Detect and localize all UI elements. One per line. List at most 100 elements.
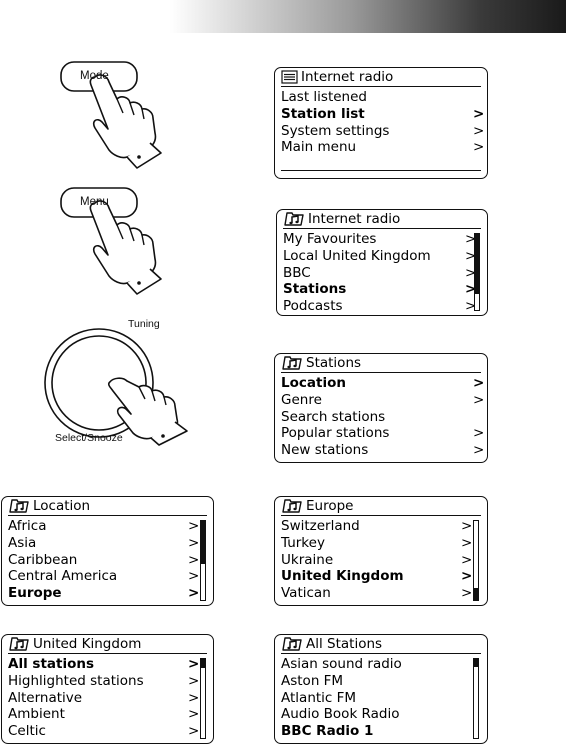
tuning-knob-hand-illustration (44, 328, 188, 446)
chevron-right-icon: > (473, 375, 485, 391)
screen-title-text: Stations (306, 355, 362, 371)
scrollbar[interactable] (474, 233, 480, 311)
chevron-right-icon: > (188, 689, 200, 706)
screen-title-text: Europe (306, 498, 354, 514)
header-gradient-bar (0, 0, 566, 33)
chevron-right-icon: > (188, 723, 200, 740)
screen-title: All Stations (281, 636, 481, 654)
chevron-right-icon: > (461, 585, 473, 602)
tuning-label: Tuning (128, 318, 160, 330)
menu-item[interactable]: Caribbean (8, 551, 78, 568)
chevron-right-icon: > (188, 672, 200, 689)
select-snooze-label: Select/Snooze (55, 432, 123, 444)
chevron-right-icon: > (188, 656, 200, 672)
menu-item[interactable]: Last listened (281, 89, 367, 105)
screen-title-text: Internet radio (301, 69, 394, 85)
chevron-right-icon: > (188, 534, 200, 551)
menu-item[interactable]: BBC Radio 1 (281, 723, 374, 740)
scrollbar[interactable] (200, 658, 206, 739)
menu-item[interactable]: Switzerland (281, 518, 360, 534)
menu-item[interactable]: Turkey (281, 534, 325, 551)
menu-item[interactable]: Search stations (281, 408, 386, 425)
chevron-right-icon: > (465, 231, 477, 247)
chevron-right-icon: > (188, 706, 200, 723)
scrollbar[interactable] (473, 520, 479, 601)
menu-item[interactable]: Podcasts (283, 298, 343, 315)
scrollbar-thumb[interactable] (474, 659, 478, 667)
chevron-right-icon: > (473, 122, 485, 139)
screen-title: Internet radio (281, 69, 481, 87)
menu-item[interactable]: Station list (281, 105, 365, 122)
menu-item[interactable]: My Favourites (283, 231, 377, 247)
menu-item[interactable]: Genre (281, 391, 322, 408)
screen-title-text: All Stations (306, 636, 383, 652)
scrollbar-thumb[interactable] (201, 521, 205, 565)
menu-item[interactable]: United Kingdom (281, 568, 404, 585)
chevron-right-icon: > (465, 264, 477, 281)
menu-item[interactable]: Aston FM (281, 672, 344, 689)
music-folder-icon (281, 636, 303, 656)
chevron-right-icon: > (473, 139, 485, 156)
chevron-right-icon: > (461, 518, 473, 534)
mode-button-hand-illustration (60, 61, 162, 169)
screen-title: Stations (281, 355, 481, 373)
menu-item[interactable]: System settings (281, 122, 390, 139)
chevron-right-icon: > (473, 442, 485, 459)
mode-button[interactable]: Mode (80, 70, 109, 82)
list-icon (281, 70, 298, 89)
chevron-right-icon: > (461, 568, 473, 585)
chevron-right-icon: > (461, 534, 473, 551)
menu-item[interactable]: Vatican (281, 585, 331, 602)
scrollbar-thumb[interactable] (201, 659, 205, 669)
music-folder-icon (281, 355, 303, 375)
screen-title-text: United Kingdom (33, 636, 142, 652)
menu-item[interactable]: Ambient (8, 706, 65, 723)
screen-title: Location (8, 498, 207, 516)
scrollbar-thumb[interactable] (475, 234, 479, 295)
menu-item[interactable]: Highlighted stations (8, 672, 144, 689)
chevron-right-icon: > (188, 585, 200, 602)
music-folder-icon (281, 498, 303, 518)
menu-item[interactable]: BBC (283, 264, 311, 281)
music-folder-icon (283, 211, 305, 231)
menu-item[interactable]: Main menu (281, 139, 357, 156)
menu-item[interactable]: Alternative (8, 689, 83, 706)
chevron-right-icon: > (473, 105, 485, 122)
chevron-right-icon: > (473, 391, 485, 408)
menu-button[interactable]: Menu (80, 196, 109, 208)
menu-item[interactable]: Atlantic FM (281, 689, 357, 706)
music-folder-icon (8, 636, 30, 656)
screen-title: Internet radio (283, 211, 481, 229)
menu-item[interactable]: Europe (8, 585, 62, 602)
menu-item[interactable]: Asian sound radio (281, 656, 402, 672)
screen-title-text: Location (33, 498, 91, 514)
menu-item[interactable]: Africa (8, 518, 47, 534)
scrollbar[interactable] (473, 658, 479, 739)
menu-button-hand-illustration (60, 187, 162, 295)
menu-item[interactable]: Celtic (8, 723, 46, 740)
menu-item[interactable]: Central America (8, 568, 118, 585)
chevron-right-icon: > (473, 425, 485, 442)
screen-title: Europe (281, 498, 481, 516)
menu-item[interactable]: Ukraine (281, 551, 334, 568)
menu-item[interactable]: Popular stations (281, 425, 390, 442)
scrollbar[interactable] (200, 520, 206, 601)
menu-item[interactable]: Audio Book Radio (281, 706, 400, 723)
menu-item[interactable]: Location (281, 375, 346, 391)
menu-item[interactable]: Local United Kingdom (283, 247, 431, 264)
chevron-right-icon: > (465, 281, 477, 298)
menu-item[interactable]: Asia (8, 534, 37, 551)
display-screen-s2: Internet radio My Favourites > Local United… (276, 209, 488, 316)
menu-item[interactable]: All stations (8, 656, 95, 672)
scrollbar-thumb[interactable] (474, 587, 478, 600)
chevron-right-icon: > (465, 298, 477, 315)
chevron-right-icon: > (188, 568, 200, 585)
menu-item[interactable]: New stations (281, 442, 369, 459)
menu-item[interactable]: Stations (283, 281, 347, 298)
